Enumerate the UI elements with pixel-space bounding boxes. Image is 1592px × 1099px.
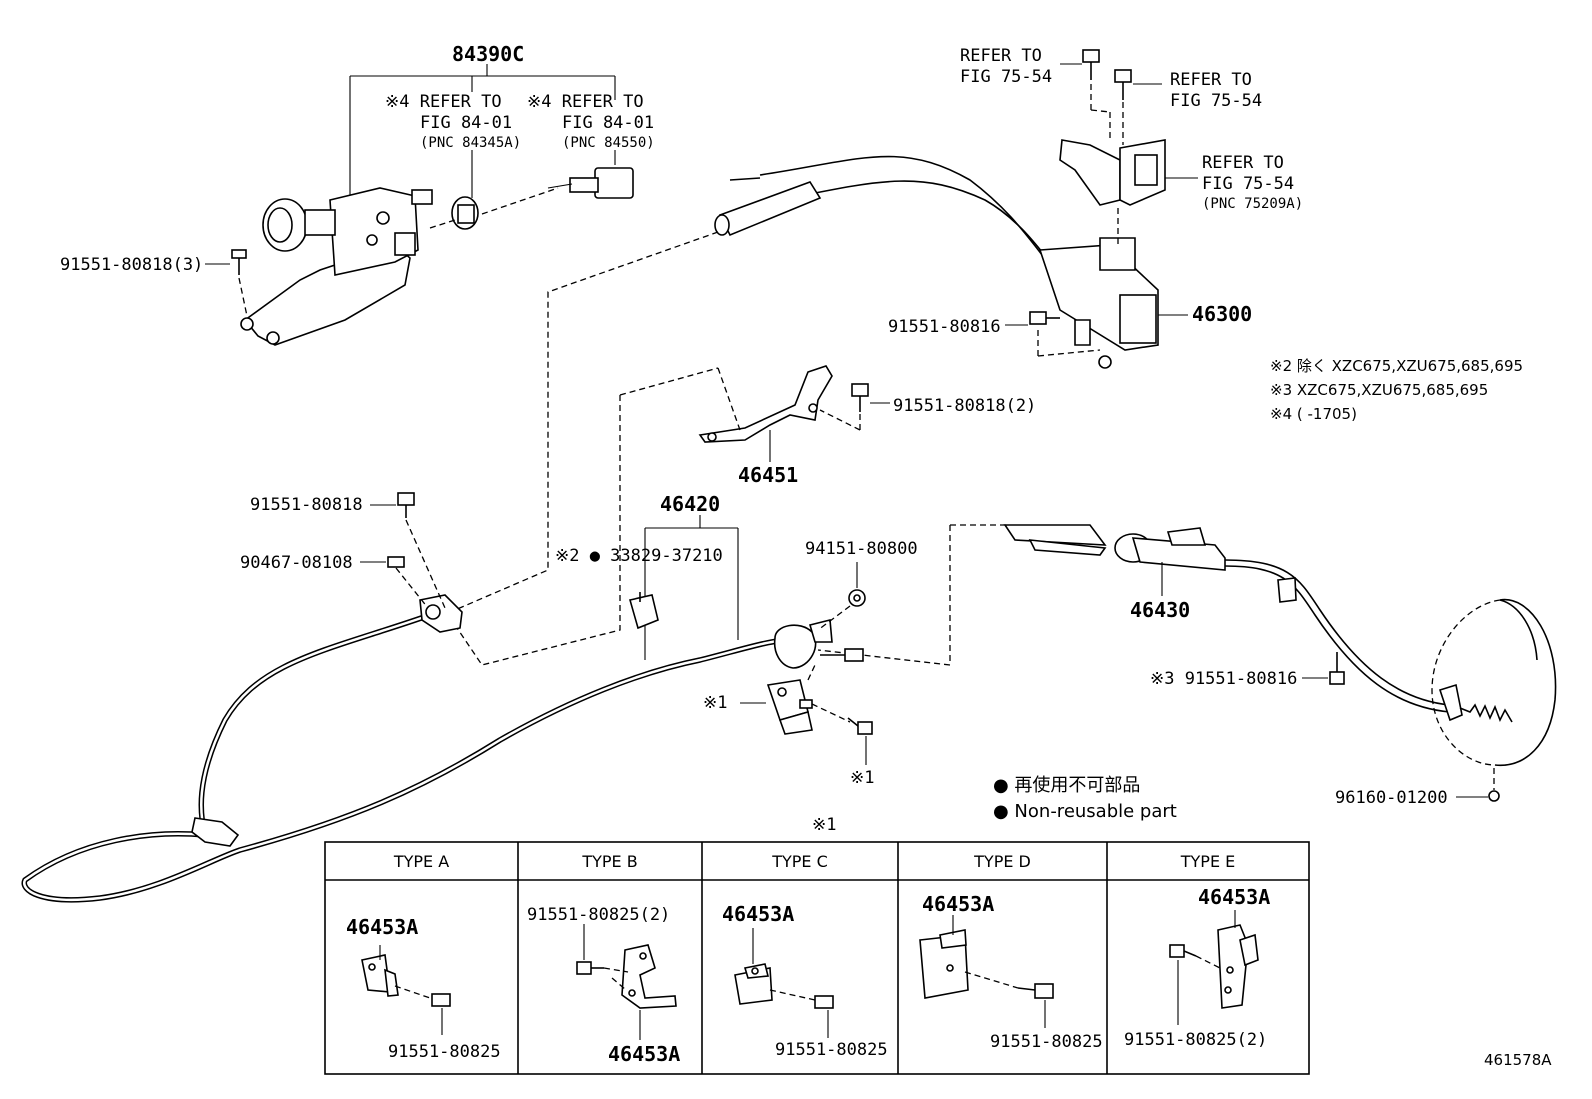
part-label-46300: 46300	[1192, 302, 1253, 326]
legend-en: ● Non-reusable part	[993, 801, 1177, 822]
part-label: 91551-80816	[888, 317, 1001, 337]
part-label: 94151-80800	[805, 539, 918, 559]
refer-label: FIG 75-54	[1170, 91, 1263, 111]
bolt-icon	[1329, 652, 1345, 685]
type-table-grid	[324, 841, 1310, 1075]
part-label: 91551-80818(3)	[60, 255, 204, 275]
table-header-type-b: TYPE B	[582, 852, 638, 871]
refer-label: FIG 75-54	[1202, 174, 1295, 194]
switch-84550-icon	[547, 167, 634, 199]
parking-brake-lever-icon	[240, 187, 433, 346]
type-a-bracket-icon	[361, 945, 451, 1035]
bolt-icon	[231, 249, 247, 275]
table-header-type-a: TYPE A	[393, 852, 450, 871]
legend-jp: ● 再使用不可部品	[993, 775, 1141, 796]
refer-label: ※4 REFER TO	[527, 92, 644, 112]
refer-label: FIG 84-01	[420, 113, 513, 133]
part-label-46420: 46420	[660, 492, 721, 516]
type-d-part: 46453A	[922, 892, 995, 916]
part-label-46430: 46430	[1130, 598, 1191, 622]
part-label: ※2 ● 33829-37210	[555, 546, 723, 566]
part-label: ※3 91551-80816	[1150, 669, 1298, 689]
type-a-part: 46453A	[346, 915, 419, 939]
bolt-icon	[1114, 69, 1132, 100]
bracket-75209a-icon	[1059, 139, 1166, 206]
type-d-bolt: 91551-80825	[990, 1032, 1103, 1052]
type-c-bolt: 91551-80825	[775, 1040, 888, 1060]
note-label: ※3 XZC675,XZU675,685,695	[1270, 381, 1489, 399]
refer-label: (PNC 75209A)	[1202, 196, 1304, 212]
refer-label: REFER TO	[1170, 70, 1252, 90]
table-header-type-e: TYPE E	[1180, 852, 1236, 871]
bracket-46451-icon	[698, 365, 833, 443]
front-cable-46300-icon	[714, 155, 1159, 369]
refer-label: (PNC 84550)	[562, 135, 655, 151]
clip-96160-icon	[1488, 790, 1500, 802]
part-label-46451: 46451	[738, 463, 799, 487]
bolt-icon	[1082, 49, 1100, 80]
refer-label: REFER TO	[1202, 153, 1284, 173]
refer-label: FIG 84-01	[562, 113, 655, 133]
part-label: 90467-08108	[240, 553, 353, 573]
table-header-type-c: TYPE C	[772, 852, 828, 871]
bolt-icon	[1029, 311, 1060, 325]
brake-drum-icon	[1431, 598, 1557, 766]
rear-cable-46420-icon	[21, 594, 864, 903]
diagram-id: 461578A	[1484, 1051, 1552, 1069]
bolt-icon	[851, 383, 869, 412]
part-label-84390c: 84390C	[452, 42, 525, 66]
table-mark: ※1	[812, 815, 837, 835]
note-label: ※4 ( -1705)	[1270, 405, 1357, 423]
type-a-bolt: 91551-80825	[388, 1042, 501, 1062]
type-e-bolt: 91551-80825(2)	[1124, 1030, 1268, 1050]
type-e-part: 46453A	[1198, 885, 1271, 909]
note-label: ※2 除く XZC675,XZU675,685,695	[1270, 357, 1524, 375]
rear-cable-46430-icon	[1003, 524, 1513, 723]
type-e-bracket-icon	[1169, 910, 1259, 1025]
type-b-part: 46453A	[608, 1042, 681, 1066]
mark-label: ※1	[703, 693, 728, 713]
bracket-mark1-icon	[766, 679, 813, 735]
type-b-bolt: 91551-80825(2)	[527, 905, 671, 925]
type-c-bracket-icon	[734, 928, 834, 1038]
part-label: 91551-80818(2)	[893, 396, 1037, 416]
type-b-bracket-icon	[576, 924, 677, 1040]
nut-icon	[848, 589, 866, 607]
bolt-icon	[397, 492, 415, 518]
bolt-icon	[847, 717, 873, 735]
refer-label: (PNC 84345A)	[420, 135, 522, 151]
type-d-bracket-icon	[919, 915, 1054, 1028]
refer-label: ※4 REFER TO	[385, 92, 502, 112]
table-header-type-d: TYPE D	[974, 852, 1031, 871]
part-label: 96160-01200	[1335, 788, 1448, 808]
type-c-part: 46453A	[722, 902, 795, 926]
refer-label: REFER TO	[960, 46, 1042, 66]
clip-90467-icon	[387, 556, 405, 568]
clip-33829-icon	[628, 592, 659, 630]
leader-84390c	[349, 64, 616, 200]
mark-label: ※1	[850, 768, 875, 788]
refer-label: FIG 75-54	[960, 67, 1053, 87]
part-label: 91551-80818	[250, 495, 363, 515]
switch-84345a-icon	[451, 196, 479, 230]
